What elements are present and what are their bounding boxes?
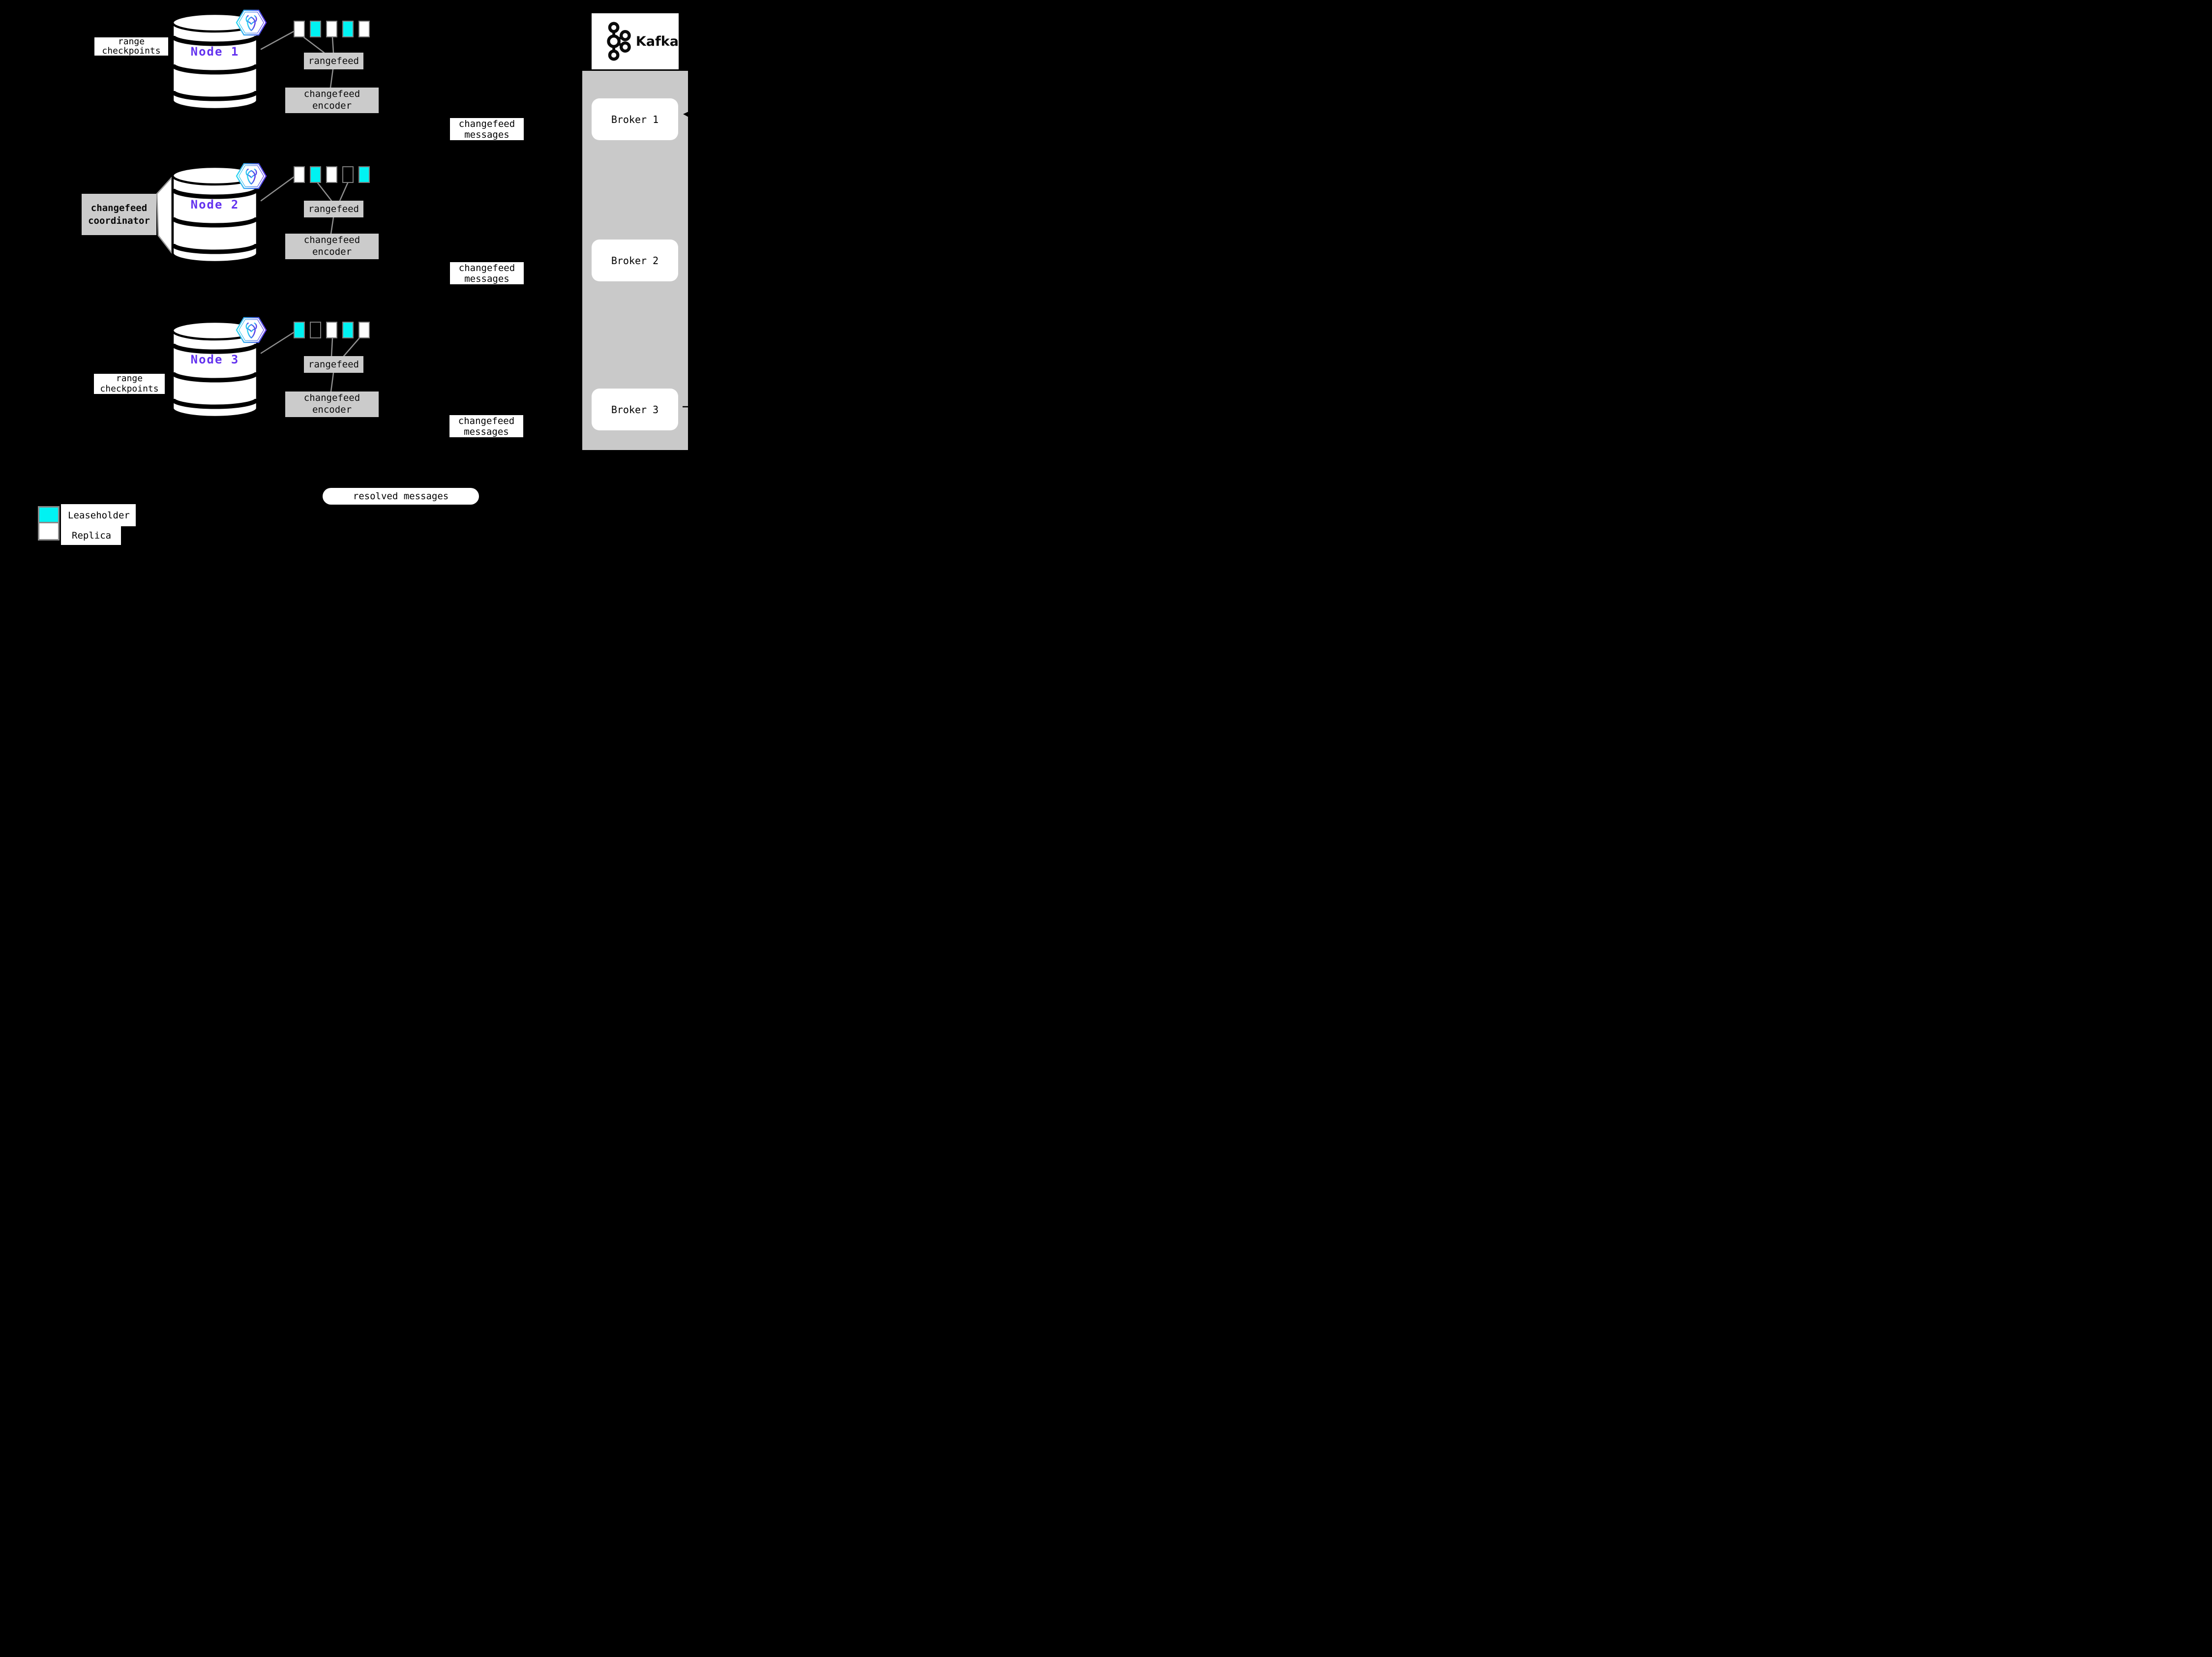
range-square-replica xyxy=(326,322,337,338)
connector-line xyxy=(330,337,333,357)
connector-line xyxy=(260,176,295,202)
label-line: changefeed xyxy=(458,263,515,273)
range-square-replica xyxy=(326,21,337,37)
label-line: range xyxy=(116,373,143,384)
connector-line xyxy=(260,30,295,50)
range-checkpoints-label-bottom: range checkpoints xyxy=(94,373,165,394)
range-square-replica xyxy=(294,166,305,183)
broker-2-box: Broker 2 xyxy=(592,240,678,281)
connector-line xyxy=(331,36,334,54)
label-line: range xyxy=(118,37,145,47)
changefeed-architecture-diagram: range checkpoints changefeed coordinator… xyxy=(0,0,738,552)
kafka-logo-icon xyxy=(607,22,631,61)
broker-label: Broker 2 xyxy=(611,254,659,267)
legend-leaseholder-label: Leaseholder xyxy=(61,504,136,526)
legend-replica-swatch xyxy=(38,522,60,541)
range-square-leaseholder xyxy=(294,322,305,338)
legend-label-text: Leaseholder xyxy=(68,510,130,521)
label-line: changefeed xyxy=(458,416,515,426)
range-squares-row-node3 xyxy=(294,322,370,338)
node-3-label: Node 3 xyxy=(190,353,239,366)
resolved-messages-label: resolved messages xyxy=(323,488,479,505)
range-square-leaseholder xyxy=(310,166,321,183)
label-line: encoder xyxy=(312,100,352,111)
cockroachdb-hexagon-icon xyxy=(236,9,267,36)
database-cylinder-icon xyxy=(172,320,258,419)
changefeed-encoder-label-node2: changefeed encoder xyxy=(285,234,379,259)
connector-line xyxy=(330,216,334,235)
broker-1-box: Broker 1 xyxy=(592,98,678,140)
kafka-logo-box: Kafka xyxy=(592,13,679,69)
label-line: changefeed xyxy=(458,119,515,129)
connector-line xyxy=(317,182,332,202)
connector-line xyxy=(330,372,334,392)
changefeed-messages-label-node3: changefeed messages xyxy=(449,415,523,437)
range-square-empty xyxy=(310,322,321,338)
range-square-replica xyxy=(326,166,337,183)
range-square-empty xyxy=(342,166,354,183)
label-line: changefeed xyxy=(303,235,360,245)
database-cylinder-icon xyxy=(172,165,258,264)
label-line: messages xyxy=(464,273,509,284)
coordinator-flag xyxy=(156,176,173,255)
label-line: encoder xyxy=(312,246,352,257)
range-square-replica xyxy=(359,21,370,37)
rangefeed-label-node3: rangefeed xyxy=(304,356,363,373)
broker-label: Broker 3 xyxy=(611,403,659,416)
range-checkpoints-label-top: range checkpoints xyxy=(94,37,168,56)
changefeed-coordinator-label: changefeed coordinator xyxy=(82,194,156,235)
connector-line xyxy=(339,182,349,202)
range-squares-row-node1 xyxy=(294,21,370,37)
label-line: changefeed xyxy=(90,203,148,213)
label-line: messages xyxy=(464,129,509,140)
changefeed-encoder-label-node3: changefeed encoder xyxy=(285,392,379,417)
range-square-leaseholder xyxy=(310,21,321,37)
node-2-label: Node 2 xyxy=(190,198,239,211)
connector-line xyxy=(343,337,360,357)
label-line: changefeed xyxy=(303,89,360,99)
label-line: encoder xyxy=(312,404,352,415)
range-square-leaseholder xyxy=(342,322,354,338)
arrowhead-icon xyxy=(683,112,691,117)
range-square-replica xyxy=(359,322,370,338)
changefeed-messages-label-node1: changefeed messages xyxy=(450,118,524,140)
label-line: checkpoints xyxy=(102,45,161,56)
rangefeed-label-node2: rangefeed xyxy=(304,201,363,217)
node-1-label: Node 1 xyxy=(190,45,239,59)
connector-line xyxy=(260,331,295,354)
range-square-replica xyxy=(294,21,305,37)
legend-replica-label: Replica xyxy=(61,526,121,545)
rangefeed-label-node1: rangefeed xyxy=(304,53,363,69)
label-line: changefeed xyxy=(303,392,360,403)
range-square-leaseholder xyxy=(342,21,354,37)
arrow-line-fragment xyxy=(683,406,688,408)
kafka-brand-label: Kafka xyxy=(635,33,679,49)
connector-line xyxy=(329,68,334,89)
database-cylinder-icon xyxy=(172,12,258,111)
label-line: checkpoints xyxy=(100,383,159,394)
cockroachdb-hexagon-icon xyxy=(236,317,267,343)
connector-layer xyxy=(156,30,360,392)
label-line: messages xyxy=(464,426,509,437)
cockroachdb-hexagon-icon xyxy=(236,163,267,189)
range-square-leaseholder xyxy=(359,166,370,183)
changefeed-encoder-label-node1: changefeed encoder xyxy=(285,88,379,113)
range-squares-row-node2 xyxy=(294,166,370,183)
broker-label: Broker 1 xyxy=(611,113,659,125)
legend-leaseholder-swatch xyxy=(38,506,60,523)
connector-line xyxy=(303,36,325,54)
legend-label-text: Replica xyxy=(72,530,112,541)
changefeed-messages-label-node2: changefeed messages xyxy=(450,262,524,284)
label-line: coordinator xyxy=(88,215,150,226)
broker-3-box: Broker 3 xyxy=(592,389,678,430)
